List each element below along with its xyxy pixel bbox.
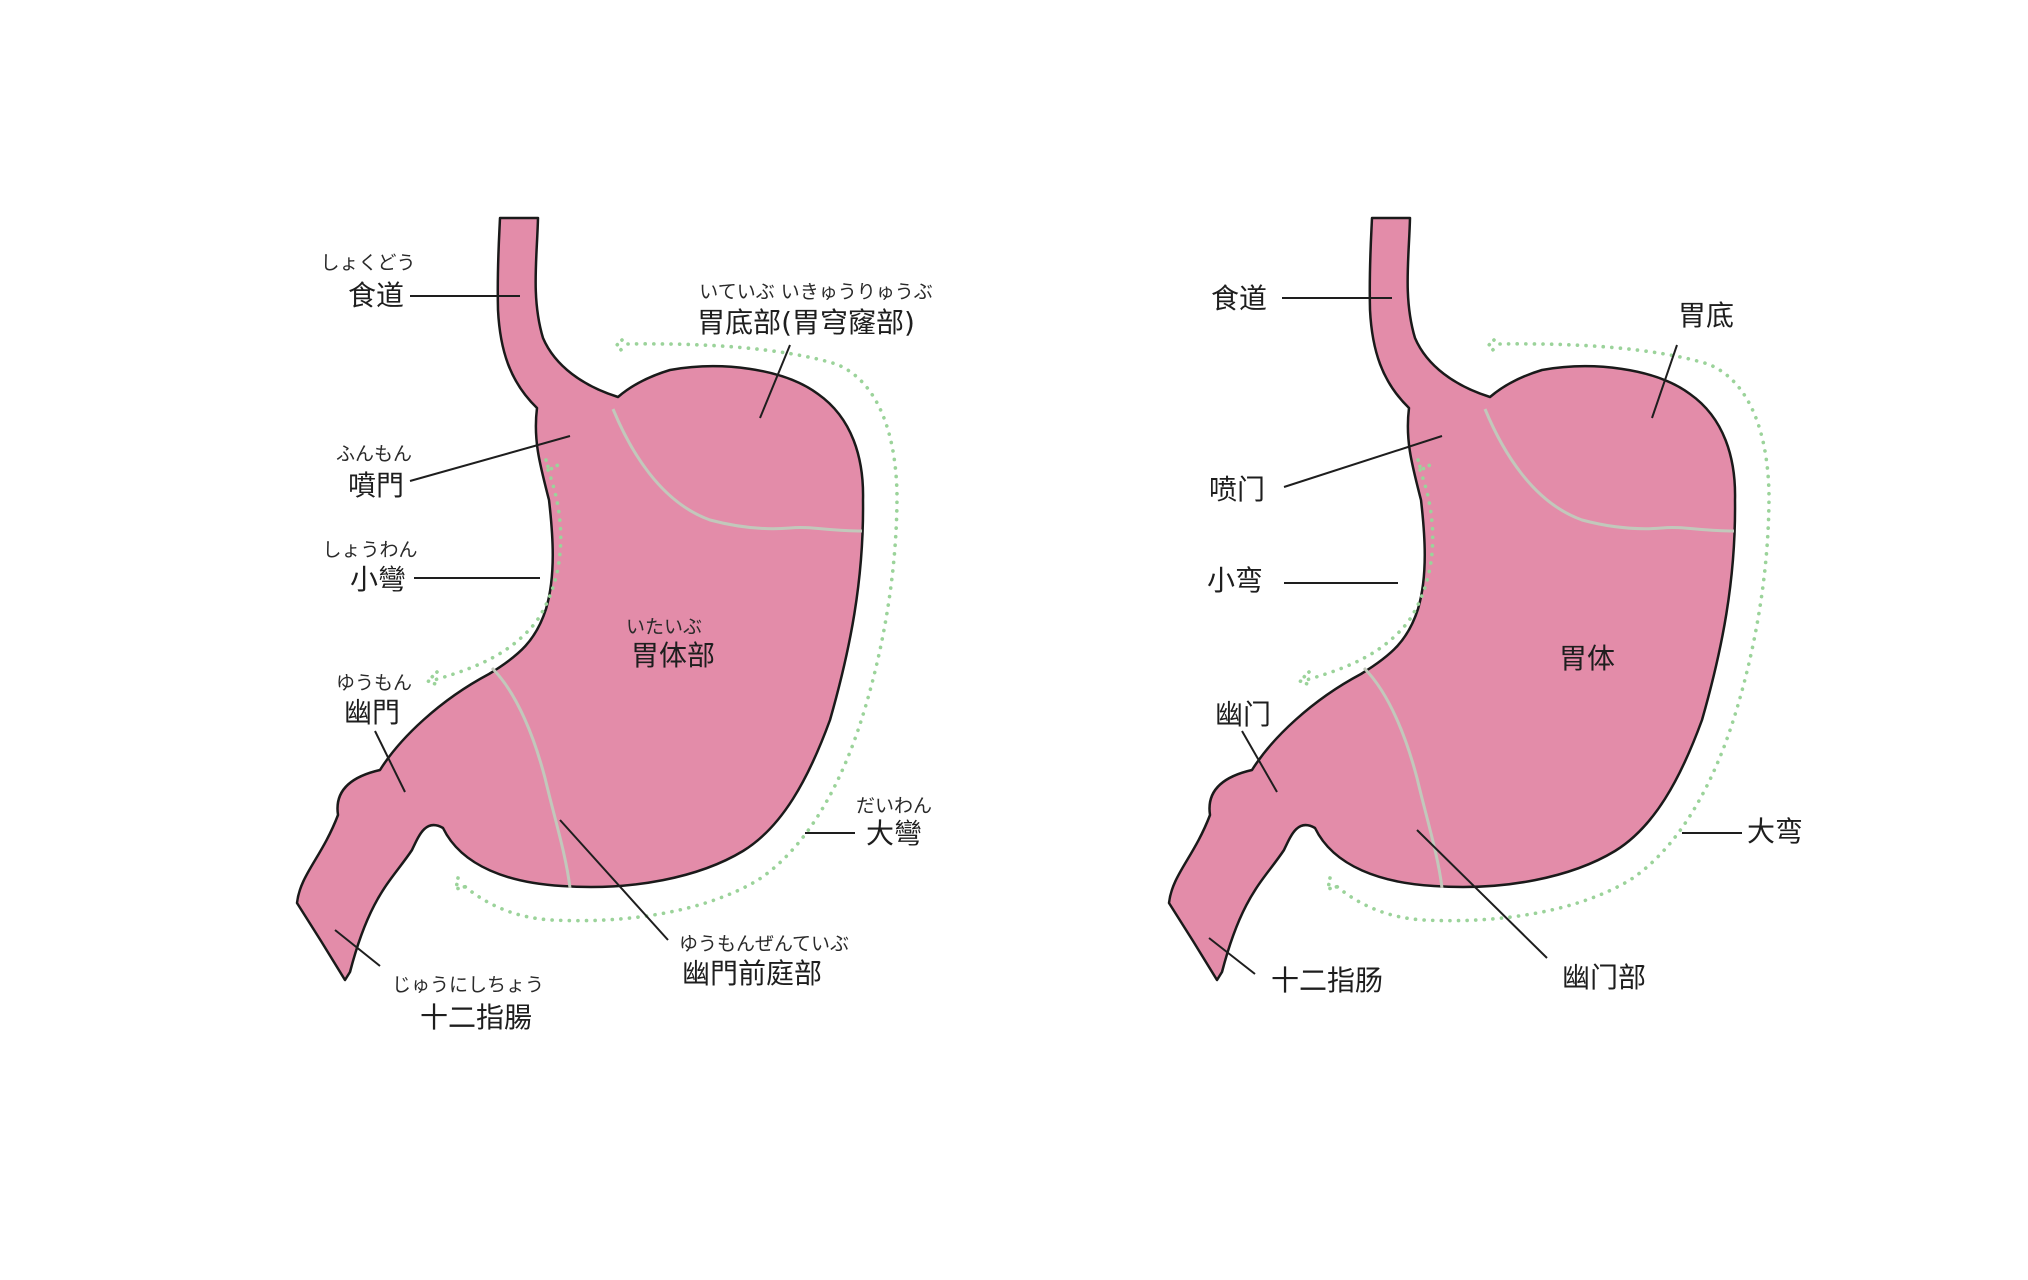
lesser-curvature-label-zh: 小弯 (1206, 564, 1264, 597)
right-antrum-boundary (1362, 666, 1444, 889)
duodenum-label-zh: 十二指肠 (1270, 964, 1384, 997)
greater-curvature-label-zh: 大弯 (1746, 815, 1804, 848)
pyloric-antrum-reading: ゆうもんぜんていぶ (678, 933, 850, 955)
left-pylorus-leader (374, 730, 406, 793)
left-antrum-leader (559, 819, 669, 941)
fundus-reading: いていぶ いきゅうりゅうぶ (699, 281, 933, 303)
left-fundus-leader (759, 344, 791, 419)
pylorus-label: 幽門 (343, 696, 401, 729)
pylorus-reading: ゆうもん (335, 672, 413, 694)
greater-curvature-label: 大彎 (865, 817, 923, 850)
left-greater-curvature-arrowhead-bottom (453, 876, 470, 892)
left-duodenum-leader (334, 929, 381, 967)
right-greater-curvature-dots (1332, 342, 1771, 923)
duodenum-label: 十二指腸 (419, 1001, 533, 1034)
right-greater-curvature-arrowhead-top (1486, 338, 1496, 353)
right-fundus-leader (1651, 344, 1678, 419)
greater-curvature-reading: だいわん (855, 795, 933, 817)
body-reading: いたいぶ (625, 616, 703, 638)
right-pylorus-leader (1241, 730, 1278, 793)
left-greater-curvature-arrowhead-top (614, 338, 624, 353)
right-fundus-boundary (1483, 408, 1735, 533)
left-lesser-curvature-arrowhead-bottom (424, 670, 442, 688)
right-lesser-curvature-arrowhead-bottom (1296, 670, 1314, 688)
right-duodenum-leader (1208, 937, 1256, 975)
cardia-reading: ふんもん (335, 443, 413, 465)
left-antrum-boundary (490, 666, 572, 889)
fundus-label: 胃底部(胃穹窿部) (697, 306, 915, 339)
left-diagram (295, 216, 899, 982)
right-greater-curvature-arrowhead-bottom (1325, 876, 1342, 892)
lesser-curvature-reading: しょうわん (322, 539, 418, 561)
pylorus-label-zh: 幽门 (1214, 698, 1272, 731)
pyloric-antrum-label: 幽門前庭部 (681, 957, 823, 990)
cardia-label: 噴門 (347, 469, 405, 502)
left-cardia-leader (409, 435, 571, 482)
right-cardia-leader (1283, 435, 1443, 488)
body-label: 胃体部 (630, 639, 716, 672)
right-diagram (1167, 216, 1771, 982)
esophagus-label: 食道 (347, 279, 405, 312)
lesser-curvature-label: 小彎 (349, 563, 407, 596)
left-greater-curvature-dots (460, 342, 899, 923)
pyloric-part-label-zh: 幽门部 (1561, 961, 1647, 994)
esophagus-reading: しょくどう (320, 252, 416, 274)
duodenum-reading: じゅうにしちょう (391, 974, 545, 996)
esophagus-label-zh: 食道 (1210, 282, 1268, 315)
left-fundus-boundary (611, 408, 863, 533)
right-pyloric-part-leader (1416, 829, 1548, 959)
cardia-label-zh: 喷门 (1208, 473, 1266, 506)
body-label-zh: 胃体 (1558, 642, 1616, 675)
fundus-label-zh: 胃底 (1677, 299, 1735, 332)
